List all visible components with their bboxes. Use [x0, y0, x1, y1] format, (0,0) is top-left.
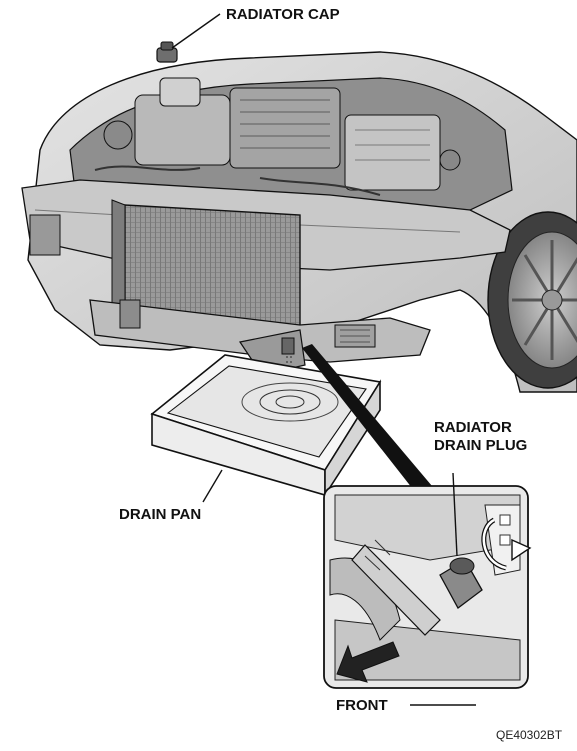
figure-code: QE40302BT	[496, 728, 563, 742]
drain-plug-leader-line	[452, 472, 458, 557]
front-arrow-icon	[336, 641, 400, 683]
detail-pointer	[302, 344, 432, 488]
radiator-cap	[156, 41, 178, 63]
radiator-cap-label: RADIATOR CAP	[226, 6, 340, 23]
radiator-drain-plug-label-line1: RADIATOR	[434, 419, 512, 436]
engine-components	[94, 77, 461, 196]
front-wheel	[487, 211, 577, 389]
drain-pan-leader-line	[202, 469, 223, 503]
radiator-drain-plug-label-line2: DRAIN PLUG	[434, 437, 528, 454]
drain-pan-label: DRAIN PAN	[119, 506, 202, 523]
rotate-arrow-icon	[481, 517, 532, 571]
drain-pan	[150, 354, 382, 498]
front-label: FRONT	[336, 697, 388, 714]
detail-inset	[323, 485, 529, 689]
lower-crossmember	[89, 299, 431, 363]
radiator-cap-leader-line	[171, 13, 221, 49]
